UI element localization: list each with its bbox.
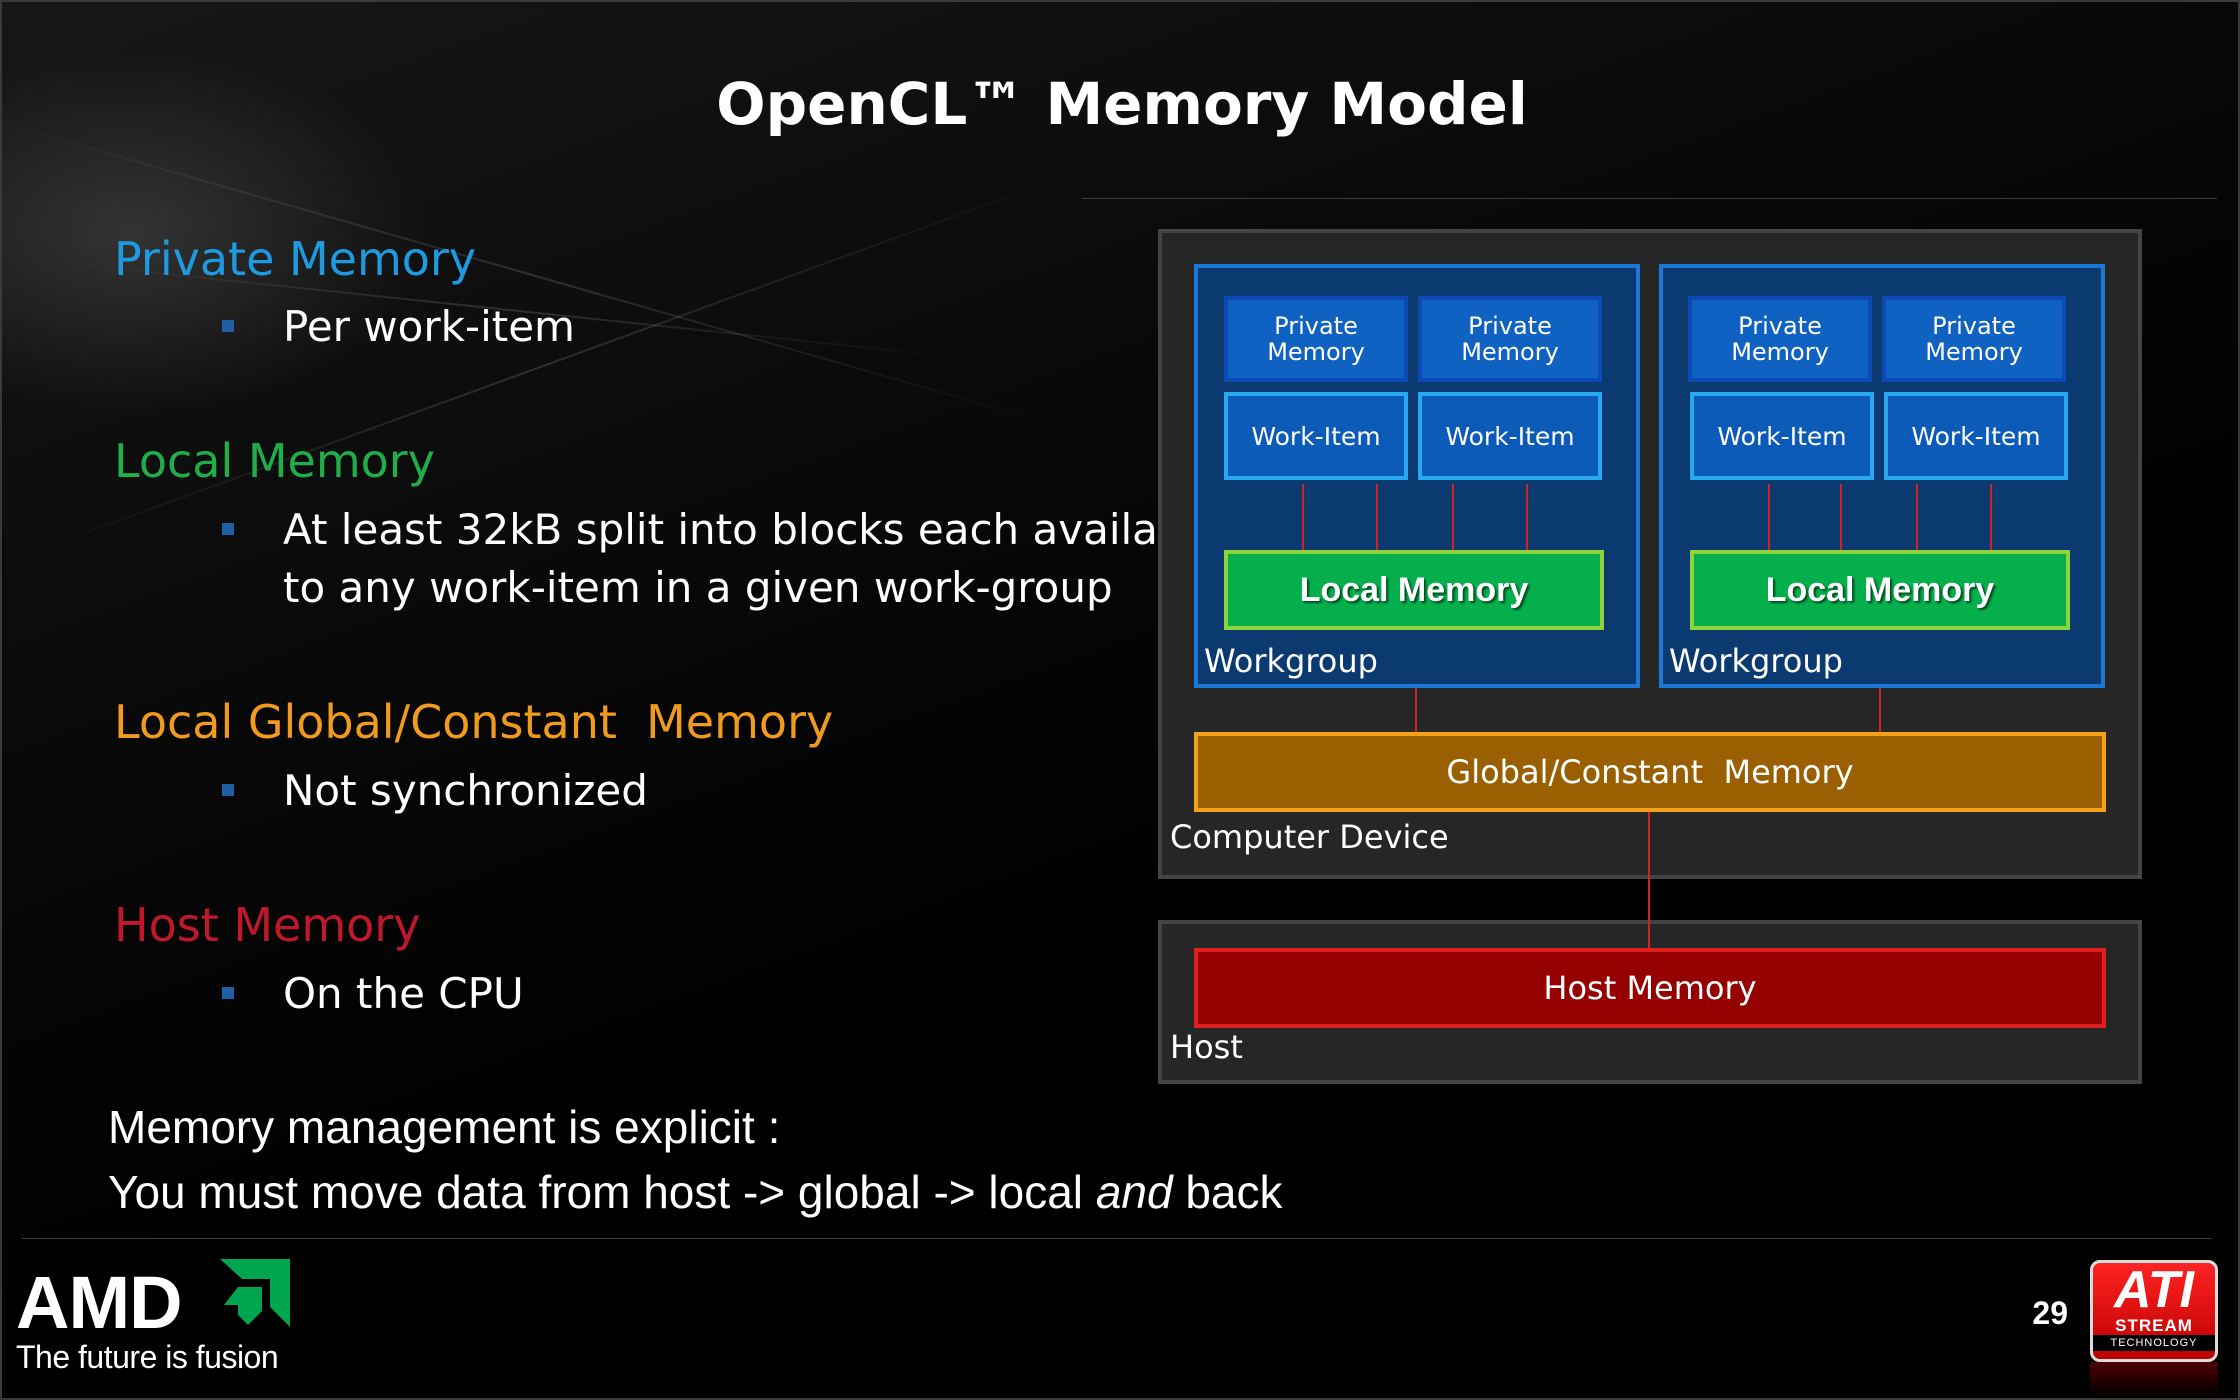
- connector-line: [1768, 484, 1770, 550]
- footer-divider: [22, 1238, 2212, 1239]
- local-memory-heading: Local Memory: [114, 434, 435, 488]
- connector-line: [1452, 484, 1454, 550]
- connector-line: [1302, 484, 1304, 550]
- amd-arrow-icon: [220, 1259, 290, 1327]
- ati-tech-text: TECHNOLOGY: [2093, 1335, 2215, 1351]
- connector-line: [1415, 688, 1417, 732]
- connector-line: [1916, 484, 1918, 550]
- ati-logo-text: ATI: [2114, 1261, 2194, 1319]
- compute-device-label: Computer Device: [1170, 818, 1449, 856]
- connector-line: [1376, 484, 1378, 550]
- global-memory-heading: Local Global/Constant Memory: [114, 695, 834, 749]
- host-memory-box: Host Memory: [1194, 948, 2106, 1028]
- footer-line-1: Memory management is explicit :: [108, 1101, 781, 1153]
- private-memory-box: Private Memory: [1418, 296, 1602, 382]
- private-memory-heading: Private Memory: [114, 232, 477, 286]
- private-memory-box: Private Memory: [1882, 296, 2066, 382]
- workgroup-label: Workgroup: [1204, 642, 1378, 680]
- work-item-box: Work-Item: [1224, 392, 1408, 480]
- bullet-marker: [222, 320, 234, 332]
- footer-line-2-italic: and: [1095, 1166, 1173, 1218]
- ati-logo-reflection: [2090, 1362, 2218, 1398]
- slide-title: OpenCL™ Memory Model: [716, 70, 1528, 138]
- host-memory-heading: Host Memory: [114, 898, 421, 952]
- host-label: Host: [1170, 1028, 1243, 1066]
- work-item-box: Work-Item: [1690, 392, 1874, 480]
- amd-tagline: The future is fusion: [16, 1339, 279, 1375]
- work-item-box: Work-Item: [1418, 392, 1602, 480]
- bullet-text: Per work-item: [283, 302, 575, 351]
- footer-line-2-prefix: You must move data from host -> global -…: [108, 1166, 1096, 1218]
- connector-line: [1879, 688, 1881, 732]
- private-memory-box: Private Memory: [1688, 296, 1872, 382]
- local-memory-box: Local Memory: [1224, 550, 1604, 630]
- global-constant-memory-box: Global/Constant Memory: [1194, 732, 2106, 812]
- bullet-text: Not synchronized: [283, 766, 648, 815]
- connector-line: [1990, 484, 1992, 550]
- bullet-marker: [222, 523, 234, 535]
- amd-logo: AMD: [16, 1261, 183, 1344]
- footer-line-2-suffix: back: [1172, 1166, 1283, 1218]
- bullet-text: On the CPU: [283, 969, 524, 1018]
- bullet-marker: [222, 987, 234, 999]
- work-item-box: Work-Item: [1884, 392, 2068, 480]
- bullet-text: At least 32kB split into blocks each ava…: [283, 505, 1223, 554]
- bullet-text: to any work-item in a given work-group: [283, 563, 1113, 612]
- connector-line: [1526, 484, 1528, 550]
- page-number: 29: [2032, 1295, 2068, 1331]
- ati-stream-logo: ATI STREAM TECHNOLOGY: [2090, 1260, 2218, 1362]
- bullet-marker: [222, 784, 234, 796]
- title-divider: [1082, 198, 2217, 199]
- local-memory-box: Local Memory: [1690, 550, 2070, 630]
- private-memory-box: Private Memory: [1224, 296, 1408, 382]
- workgroup-label: Workgroup: [1669, 642, 1843, 680]
- connector-line: [1648, 812, 1650, 948]
- connector-line: [1840, 484, 1842, 550]
- footer-line-2: You must move data from host -> global -…: [108, 1165, 1283, 1219]
- ati-stream-text: STREAM: [2115, 1316, 2193, 1335]
